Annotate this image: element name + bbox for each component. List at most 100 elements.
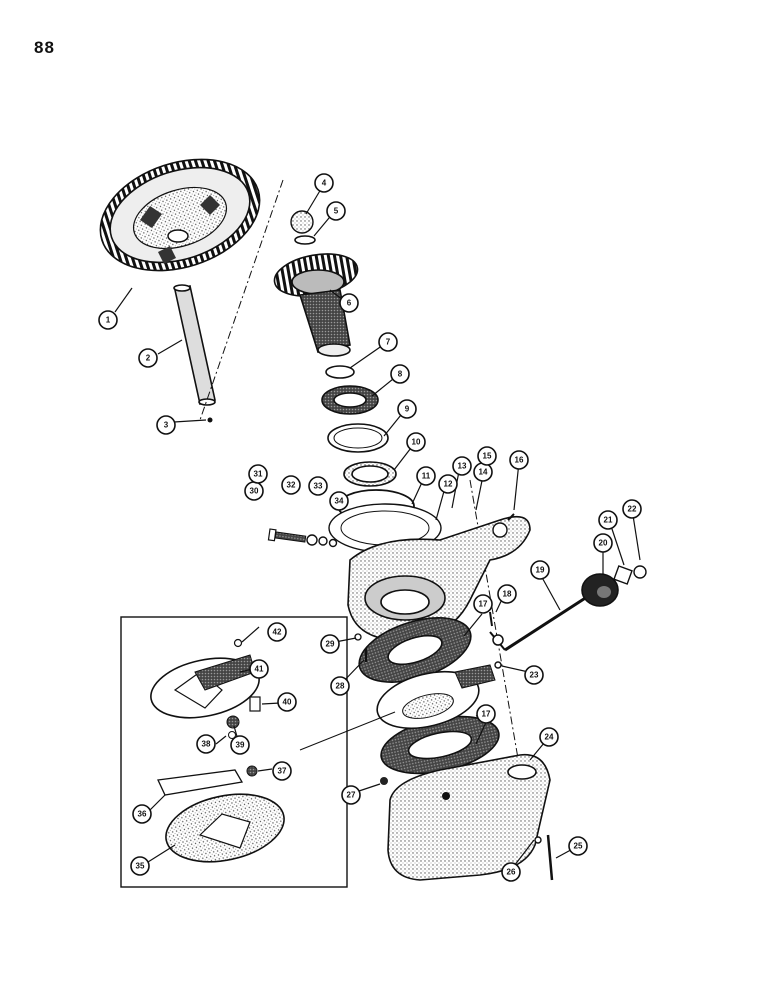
svg-text:14: 14 [479, 468, 488, 477]
svg-text:17: 17 [479, 600, 488, 609]
callout: 25 [568, 836, 588, 856]
callout: 22 [622, 499, 642, 519]
callout: 29 [320, 634, 340, 654]
svg-text:35: 35 [136, 862, 145, 871]
actuator-plate [354, 633, 496, 729]
callout: 30 [244, 481, 264, 501]
svg-text:41: 41 [255, 665, 264, 674]
page-number: 88 [34, 38, 55, 57]
callout: 34 [329, 491, 349, 511]
callout: 16 [509, 450, 529, 470]
inset-parts [150, 638, 285, 863]
callout: 19 [530, 560, 550, 580]
svg-text:20: 20 [599, 539, 608, 548]
svg-text:2: 2 [146, 354, 151, 363]
svg-text:39: 39 [236, 741, 245, 750]
svg-text:42: 42 [273, 628, 282, 637]
svg-text:27: 27 [347, 791, 356, 800]
callout: 9 [397, 399, 417, 419]
svg-text:36: 36 [138, 810, 147, 819]
pinion-assembly [273, 210, 359, 357]
callout: 38 [196, 734, 216, 754]
svg-text:17: 17 [482, 710, 491, 719]
callout: 36 [132, 804, 152, 824]
callout: 41 [249, 659, 269, 679]
svg-text:21: 21 [604, 516, 613, 525]
svg-text:6: 6 [347, 299, 352, 308]
callout: 33 [308, 476, 328, 496]
svg-text:1: 1 [106, 316, 111, 325]
callout: 12 [438, 474, 458, 494]
svg-text:13: 13 [458, 462, 467, 471]
callout: 6 [339, 293, 359, 313]
svg-text:12: 12 [444, 480, 453, 489]
brake-disc-upper [358, 617, 472, 683]
callout: 40 [277, 692, 297, 712]
centerline [199, 179, 284, 421]
bolt-assembly [267, 528, 338, 548]
svg-text:18: 18 [503, 590, 512, 599]
svg-text:11: 11 [422, 472, 431, 481]
callout: 24 [539, 727, 559, 747]
callout: 10 [406, 432, 426, 452]
callout: 37 [272, 761, 292, 781]
callout: 42 [267, 622, 287, 642]
callout: 3 [156, 415, 176, 435]
actuating-rod [489, 565, 647, 669]
callout: 14 [473, 462, 493, 482]
brake-disc-lower [380, 715, 500, 775]
brake-housing [347, 513, 531, 641]
callout: 21 [598, 510, 618, 530]
svg-text:37: 37 [278, 767, 287, 776]
callout: 39 [230, 735, 250, 755]
callout: 5 [326, 201, 346, 221]
brake-cover [380, 753, 554, 881]
axle-shaft [173, 284, 216, 423]
callout: 23 [524, 665, 544, 685]
svg-text:10: 10 [412, 438, 421, 447]
callout: 35 [130, 856, 150, 876]
svg-text:29: 29 [326, 640, 335, 649]
svg-text:30: 30 [250, 487, 259, 496]
svg-text:4: 4 [322, 179, 327, 188]
svg-text:31: 31 [254, 470, 263, 479]
svg-text:7: 7 [386, 338, 391, 347]
callout: 28 [330, 676, 350, 696]
callout: 2 [138, 348, 158, 368]
callout: 17 [476, 704, 496, 724]
svg-text:32: 32 [287, 481, 296, 490]
svg-text:40: 40 [283, 698, 292, 707]
callout: 18 [497, 584, 517, 604]
pin-part [207, 417, 213, 423]
svg-text:25: 25 [574, 842, 583, 851]
callout: 11 [416, 466, 436, 486]
callout: 27 [341, 785, 361, 805]
callout: 26 [501, 862, 521, 882]
callout: 31 [248, 464, 268, 484]
svg-text:9: 9 [405, 405, 410, 414]
svg-text:34: 34 [335, 497, 344, 506]
differential-gear [99, 158, 261, 272]
svg-text:33: 33 [314, 482, 323, 491]
callout: 15 [477, 446, 497, 466]
svg-text:24: 24 [545, 733, 554, 742]
bearing-stack [321, 365, 442, 553]
svg-text:3: 3 [164, 421, 169, 430]
svg-text:19: 19 [536, 566, 545, 575]
callout: 17 [473, 594, 493, 614]
callout: 8 [390, 364, 410, 384]
svg-text:38: 38 [202, 740, 211, 749]
callout: 1 [98, 310, 118, 330]
callout: 13 [452, 456, 472, 476]
callout: 20 [593, 533, 613, 553]
svg-text:8: 8 [398, 370, 403, 379]
svg-text:26: 26 [507, 868, 516, 877]
callout: 32 [281, 475, 301, 495]
callout: 4 [314, 173, 334, 193]
svg-text:5: 5 [334, 207, 339, 216]
callout: 7 [378, 332, 398, 352]
svg-text:16: 16 [515, 456, 524, 465]
svg-text:23: 23 [530, 671, 539, 680]
